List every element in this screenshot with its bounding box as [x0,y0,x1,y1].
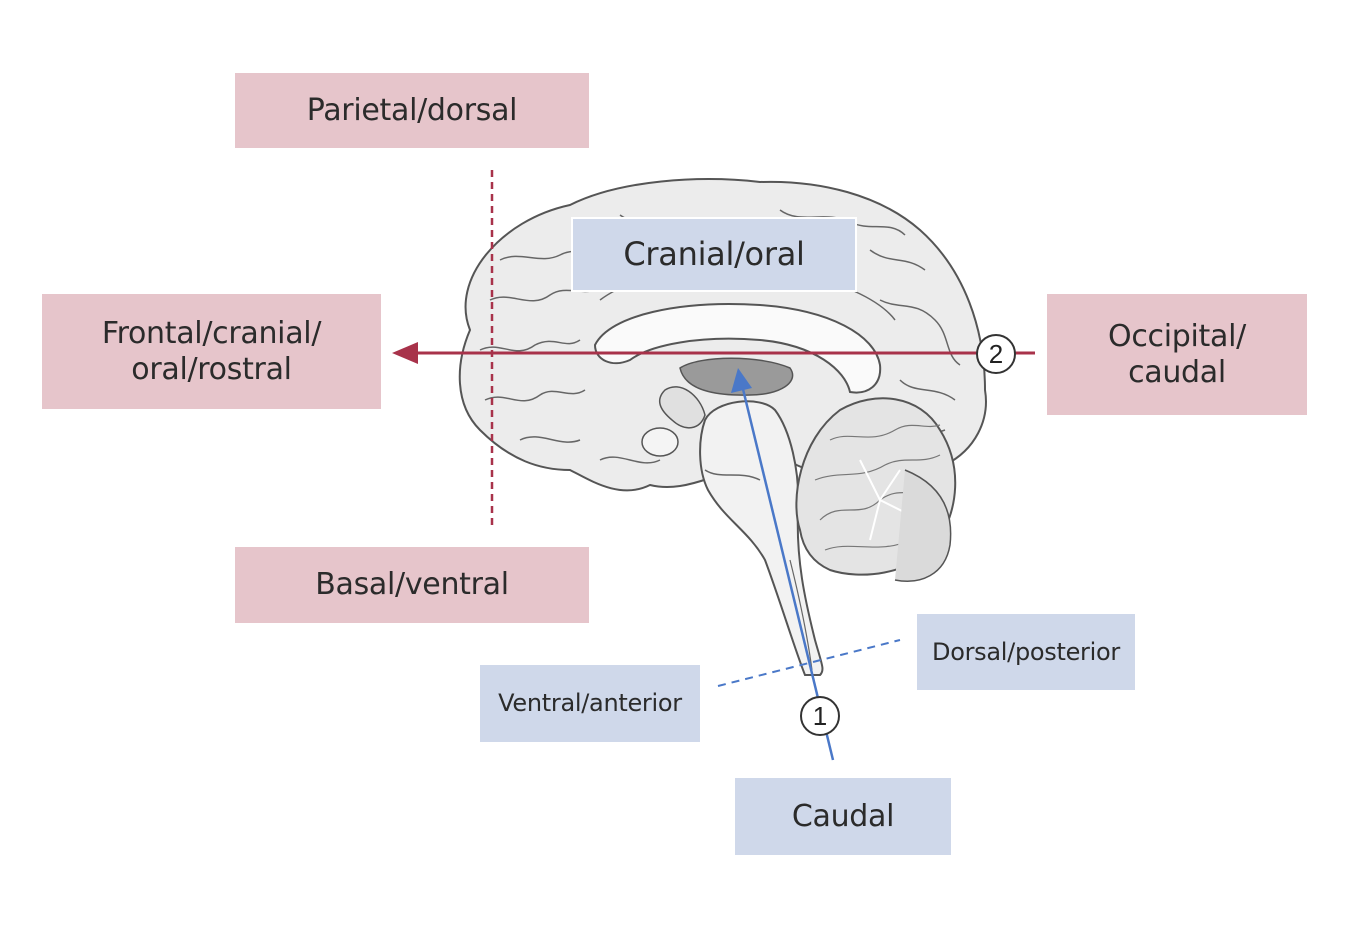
brainstem-plane-dashed-line [717,639,901,687]
axis-2-marker: 2 [976,334,1016,374]
caudal-text: Caudal [791,798,895,834]
occipital-caudal-label: Occipital/ caudal [1047,294,1307,415]
ventral-anterior-text: Ventral/anterior [498,689,682,718]
basal-ventral-text: Basal/ventral [315,567,509,602]
ventral-anterior-label: Ventral/anterior [480,665,700,742]
mammillary-body [641,427,679,457]
frontal-rostral-line2: oral/rostral [131,351,292,387]
dorsal-posterior-label: Dorsal/posterior [917,614,1135,690]
hypothalamus [658,386,706,429]
cranial-oral-label: Cranial/oral [571,217,857,292]
frontal-rostral-line1: Frontal/cranial/ [101,315,322,351]
parietal-dorsal-text: Parietal/dorsal [306,92,518,128]
occipital-caudal-line1: Occipital/ [1108,318,1246,354]
cranial-oral-text: Cranial/oral [623,235,805,274]
caudal-label: Caudal [735,778,951,855]
dorsal-posterior-text: Dorsal/posterior [932,637,1120,666]
brainstem [699,400,824,676]
parietal-dorsal-label: Parietal/dorsal [235,73,589,148]
forebrain-axis-arrowhead [392,342,418,364]
spinal-cord-lower [789,559,813,671]
axis-1-number: 1 [813,701,827,731]
axis-2-number: 2 [989,339,1003,369]
frontal-rostral-label: Frontal/cranial/ oral/rostral [42,294,381,409]
brainstem-axis-arrowhead [731,368,752,393]
basal-ventral-label: Basal/ventral [235,547,589,623]
pons-line [704,469,761,481]
cerebellum [795,397,957,582]
axis-1-marker: 1 [800,696,840,736]
occipital-caudal-line2: caudal [1128,354,1226,390]
